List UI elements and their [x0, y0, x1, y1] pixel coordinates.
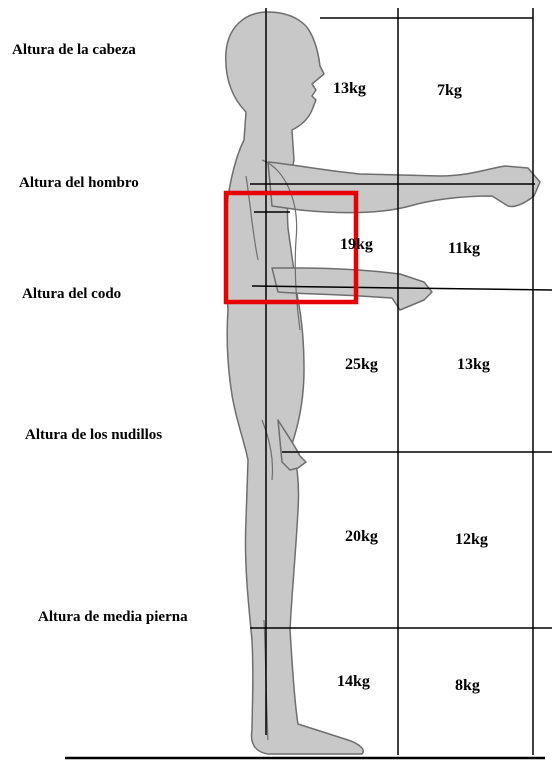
- weight-row5-far: 8kg: [455, 677, 480, 695]
- label-elbow-height: Altura del codo: [22, 286, 121, 303]
- weight-row4-near: 20kg: [345, 528, 378, 546]
- weight-row3-far: 13kg: [457, 356, 490, 374]
- grid-lines: [65, 8, 552, 758]
- weight-row1-near: 13kg: [333, 80, 366, 98]
- label-head-height: Altura de la cabeza: [12, 42, 136, 59]
- weight-row2-near: 19kg: [340, 236, 373, 254]
- label-shoulder-height: Altura del hombro: [19, 175, 139, 192]
- label-knuckle-height: Altura de los nudillos: [25, 427, 162, 444]
- weight-row4-far: 12kg: [455, 531, 488, 549]
- body-silhouette: [225, 12, 363, 754]
- raised-arm: [268, 162, 540, 213]
- label-mid-leg-height: Altura de media pierna: [38, 609, 188, 626]
- weight-row2-far: 11kg: [448, 240, 480, 258]
- weight-row5-near: 14kg: [337, 673, 370, 691]
- weight-row3-near: 25kg: [345, 356, 378, 374]
- human-figure: [225, 12, 540, 754]
- weight-row1-far: 7kg: [437, 82, 462, 100]
